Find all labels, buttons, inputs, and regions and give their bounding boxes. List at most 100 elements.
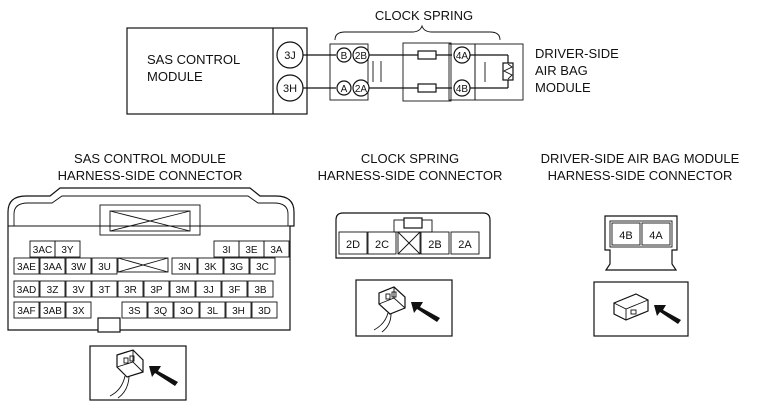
sas-pin-3o: 3O: [180, 306, 194, 317]
clock-reel-top: [417, 50, 437, 60]
airbag-connector-housing: [604, 215, 678, 271]
sas-connector-title-1: SAS CONTROL MODULE: [74, 151, 226, 166]
sas-pin-3t: 3T: [99, 285, 111, 296]
airbag-pin-4a: 4A: [649, 230, 663, 242]
airbag-connector-face: [609, 220, 673, 248]
term-2b-label: 2B: [355, 51, 368, 62]
sas-pin-3e: 3E: [245, 245, 258, 256]
sas-pin-3w: 3W: [71, 262, 87, 273]
sas-pin-cell: [263, 240, 290, 258]
sas-pin-cell: [39, 301, 66, 319]
clock-pin-2a: 2A: [458, 239, 472, 251]
term-4b-label: 4B: [456, 84, 469, 95]
sas-pin-cell: [169, 280, 196, 298]
airbag-probe-icon: [613, 293, 649, 321]
sas-pin-3b: 3B: [254, 285, 267, 296]
sas-pin-cell: [121, 301, 148, 319]
sas-pin-3r: 3R: [124, 285, 137, 296]
airbag-probe-inset: [593, 281, 689, 337]
sas-pin-3d: 3D: [258, 306, 271, 317]
sas-arrow-icon: [149, 366, 178, 386]
sas-pin-3u: 3U: [98, 262, 111, 273]
airbag-arrow-icon: [654, 305, 681, 324]
clock-spring-bracket: [334, 24, 501, 41]
sas-pin-3c: 3C: [256, 262, 269, 273]
sas-pin-3y: 3Y: [61, 245, 74, 256]
sas-pin-3ac: 3AC: [33, 245, 52, 256]
sas-bottom-key: [97, 317, 121, 333]
sas-pin-cell: [65, 280, 92, 298]
sas-blank-row2: [117, 257, 169, 273]
clock-spring-connector: CLOCK SPRING HARNESS-SIDE CONNECTOR 2D 2…: [318, 151, 503, 337]
airbag-pin-4a-cell: [641, 222, 671, 246]
sas-pin-cell: [91, 257, 118, 275]
clock-spring-reel: [402, 42, 452, 102]
sas-pin-cell: [65, 257, 92, 275]
clock-probe-inset: [355, 279, 453, 337]
pin-3j-label: 3J: [284, 50, 296, 62]
clock-arrow-icon: [411, 302, 440, 322]
sas-pin-3ab: 3AB: [43, 306, 62, 317]
clock-spring-title: CLOCK SPRING: [375, 8, 473, 23]
squib-zigzag-icon: [502, 63, 513, 80]
sas-pin-3ae: 3AE: [17, 262, 36, 273]
sas-pin-3k: 3K: [204, 262, 217, 273]
clock-pin-2a-cell: [450, 231, 480, 255]
sas-pin-cell: [91, 280, 118, 298]
sas-pin-cell: [54, 240, 81, 258]
sas-pin-3aa: 3AA: [43, 262, 62, 273]
sas-connector: SAS CONTROL MODULE HARNESS-SIDE CONNECTO…: [7, 151, 295, 401]
sas-blank-row2-x2: [117, 257, 169, 273]
clock-reel-bottom: [417, 83, 437, 93]
sas-pin-cell: [143, 280, 170, 298]
airbag-module-box: [474, 43, 524, 101]
sas-pin-3z: 3Z: [47, 285, 59, 296]
clock-connector-housing: [335, 212, 491, 259]
sas-pin-3l: 3L: [207, 306, 219, 317]
sas-pin-cell: [39, 257, 66, 275]
sas-pin-3j: 3J: [203, 285, 214, 296]
sas-pin-3x: 3X: [72, 306, 85, 317]
term-a-circle: [336, 80, 352, 96]
pin-3h-label: 3H: [283, 83, 297, 95]
clock-blank-cell: [397, 231, 421, 255]
sas-module-label-1: SAS CONTROL: [147, 52, 240, 67]
airbag-label-2: AIR BAG: [535, 63, 588, 78]
sas-pin-cell: [13, 301, 40, 319]
sas-pin-3ad: 3AD: [17, 285, 36, 296]
airbag-pin-4b-cell: [611, 222, 641, 246]
sas-pin-3n: 3N: [178, 262, 191, 273]
term-a-label: A: [341, 84, 348, 95]
clock-blank-x2: [397, 231, 421, 255]
sas-pin-3g: 3G: [230, 262, 244, 273]
clock-connector-title-2: HARNESS-SIDE CONNECTOR: [318, 168, 503, 183]
sas-probe-icon: [109, 349, 144, 399]
sas-pin-cell: [221, 280, 248, 298]
airbag-connector: DRIVER-SIDE AIR BAG MODULE HARNESS-SIDE …: [541, 151, 740, 337]
clock-connector-title-1: CLOCK SPRING: [361, 151, 459, 166]
sas-locking-tab-x2: [109, 210, 191, 232]
clock-pin-2d-cell: [338, 231, 368, 255]
sas-connector-housing: [7, 187, 295, 331]
sas-pin-cell: [39, 280, 66, 298]
sas-pin-cell: [147, 301, 174, 319]
sas-pin-3m: 3M: [176, 285, 190, 296]
sas-pin-cell: [13, 280, 40, 298]
wiring-schematic: CLOCK SPRING SAS CONTROL MODULE 3J 3H B …: [126, 8, 619, 115]
sas-pin-3s: 3S: [128, 306, 141, 317]
airbag-pin-4b: 4B: [619, 230, 632, 242]
sas-pin-cell: [13, 257, 40, 275]
clock-pin-2c-cell: [367, 231, 397, 255]
sas-pin-3q: 3Q: [154, 306, 168, 317]
sas-control-module-box: [126, 27, 308, 115]
sas-pin-cell: [225, 301, 252, 319]
sas-locking-tab: [99, 204, 201, 236]
sas-pin-cell: [199, 301, 226, 319]
clock-pin-2b: 2B: [428, 239, 441, 251]
airbag-label-1: DRIVER-SIDE: [535, 46, 619, 61]
sas-module-label-2: MODULE: [147, 69, 203, 84]
sas-pin-3a: 3A: [270, 245, 283, 256]
squib-resistor-icon: [502, 62, 514, 81]
